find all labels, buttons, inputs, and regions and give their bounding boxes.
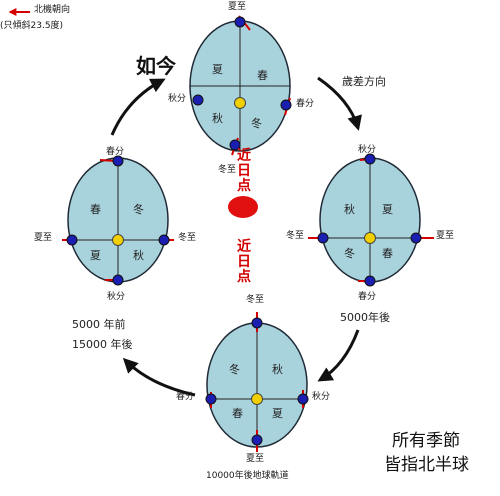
orbit-top-node-label-right: 春分: [296, 99, 315, 109]
footer-note-line2: 皆指北半球: [384, 455, 469, 475]
orbit-right-season-upper-left: 秋: [344, 203, 355, 216]
legend-line2: (只傾斜23.5度): [0, 21, 64, 31]
orbit-right-time-label: 5000年後: [340, 311, 390, 324]
orbit-right-season-lower-right: 春: [382, 247, 393, 260]
legend-line1: 北機朝向: [34, 5, 71, 15]
orbit-left-season-lower-left: 夏: [90, 249, 101, 262]
orbit-bottom-node-label-bottom: 夏至: [246, 454, 265, 464]
orbit-top-season-lower-right: 冬: [251, 117, 262, 130]
orbit-top-season-lower-left: 秋: [212, 112, 223, 125]
orbit-top-season-upper-right: 春: [257, 69, 268, 82]
orbit-top: [189, 15, 292, 156]
orbit-left-node-right: [158, 234, 170, 246]
cycle-arrow-bottom-left: [122, 357, 196, 397]
orbit-bottom-season-lower-left: 春: [232, 407, 243, 420]
footer-note-line1: 所有季節: [392, 431, 460, 451]
orbit-right-season-upper-right: 夏: [382, 203, 393, 216]
orbit-bottom: [205, 312, 309, 452]
orbit-bottom-season-upper-left: 冬: [229, 363, 240, 376]
orbit-bottom-sun: [251, 393, 263, 405]
orbit-left-sun: [112, 234, 124, 246]
orbit-bottom-node-bottom: [251, 434, 263, 446]
orbit-right-node-right: [410, 232, 422, 244]
orbit-top-sun: [234, 97, 246, 109]
orbit-bottom-time-label: 10000年後地球軌道: [206, 471, 289, 481]
orbit-right-node-label-right: 夏至: [436, 231, 455, 241]
orbit-left-node-label-left: 夏至: [34, 233, 53, 243]
perihelion-dot: [228, 196, 258, 218]
orbit-left-node-bottom: [112, 274, 124, 286]
orbit-left-node-label-right: 冬至: [178, 233, 197, 243]
orbit-bottom-node-label-top: 冬至: [246, 295, 265, 305]
orbit-left-node-label-top: 春分: [106, 147, 125, 157]
orbit-left: [62, 155, 174, 286]
orbit-bottom-season-upper-right: 秋: [272, 363, 283, 376]
orbit-top-node-left: [192, 94, 204, 106]
orbit-top-node-label-top: 夏至: [228, 2, 247, 12]
orbit-left-time-label: 5000 年前 15000 年後: [72, 318, 133, 351]
orbit-bottom-node-top: [251, 317, 263, 329]
orbit-right-sun: [364, 232, 376, 244]
orbit-bottom-season-lower-right: 夏: [272, 407, 283, 420]
orbit-bottom-node-label-right: 秋分: [312, 392, 331, 402]
orbit-bottom-node-left: [205, 393, 217, 405]
orbit-top-node-label-bottom: 冬至: [218, 165, 237, 175]
orbit-right-season-lower-left: 冬: [344, 247, 355, 260]
orbit-top-season-upper-left: 夏: [212, 63, 223, 76]
orbit-top-time-label: 如今: [136, 54, 176, 78]
orbit-top-node-right: [280, 99, 292, 111]
orbit-left-season-lower-right: 秋: [133, 249, 144, 262]
cycle-arrow-left-top: [110, 78, 166, 136]
orbit-left-node-left: [66, 234, 78, 246]
orbit-bottom-node-right: [297, 393, 309, 405]
orbit-left-node-top: [112, 155, 124, 167]
orbit-top-node-top: [234, 16, 246, 28]
orbit-right-node-bottom: [364, 275, 376, 287]
perihelion-label-upper: 近日点: [237, 148, 251, 194]
orbit-right-node-label-left: 冬至: [286, 231, 305, 241]
orbit-left-season-upper-right: 冬: [133, 203, 144, 216]
perihelion-label-lower: 近日点: [237, 239, 251, 285]
orbit-right-node-label-bottom: 春分: [358, 292, 377, 302]
orbit-right-node-left: [317, 232, 329, 244]
orbit-left-season-upper-left: 春: [90, 203, 101, 216]
orbit-right-node-label-top: 秋分: [358, 145, 377, 155]
orbit-right-node-top: [364, 153, 376, 165]
orbit-right: [308, 153, 434, 287]
orbit-top-node-bottom: [229, 139, 241, 151]
cycle-arrow-top-right: [317, 76, 362, 131]
cycle-arrow-right-bottom: [317, 329, 360, 382]
orbit-left-node-label-bottom: 秋分: [107, 292, 126, 302]
orbit-bottom-node-label-left: 春分: [176, 392, 195, 402]
orbit-top-node-label-left: 秋分: [168, 94, 187, 104]
precession-label: 歲差方向: [342, 75, 386, 88]
